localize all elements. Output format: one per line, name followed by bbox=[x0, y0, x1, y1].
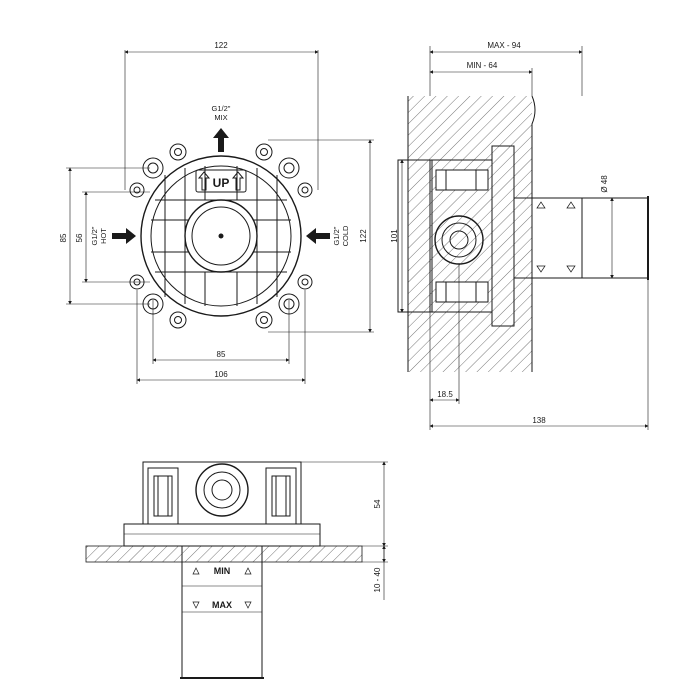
cold-arrow-icon bbox=[306, 228, 330, 244]
dim-left-inner-text: 56 bbox=[75, 233, 84, 242]
mix-label: MIX bbox=[214, 113, 227, 122]
sleeve-arrows bbox=[536, 201, 576, 273]
min-arrow-right-icon bbox=[244, 567, 252, 575]
up-label: UP bbox=[213, 176, 230, 190]
min-arrow-left-icon bbox=[192, 567, 200, 575]
dim-diameter-text: Ø 48 bbox=[600, 175, 609, 193]
hot-label: HOT bbox=[99, 228, 108, 244]
dim-top-text: 122 bbox=[214, 41, 228, 50]
side-sleeve bbox=[531, 197, 649, 279]
bottom-ports bbox=[147, 467, 297, 525]
min-label: MIN bbox=[214, 566, 231, 576]
side-dim-max: MAX - 94 bbox=[429, 41, 583, 96]
cold-label: COLD bbox=[341, 225, 350, 246]
bottom-flange bbox=[123, 523, 321, 547]
side-port-core bbox=[449, 230, 469, 250]
max-arrow-right-icon bbox=[244, 601, 252, 609]
front-dim-left-inner: 56 bbox=[75, 191, 150, 283]
side-dim-total: 138 bbox=[429, 280, 649, 430]
side-dim-min: MIN - 64 bbox=[429, 61, 533, 96]
central-port-center bbox=[218, 233, 224, 239]
wall-section bbox=[408, 96, 532, 372]
dim-height-text: 101 bbox=[390, 229, 399, 243]
max-label: MAX bbox=[212, 600, 232, 610]
flange-ears bbox=[129, 143, 313, 329]
up-marker: UP bbox=[195, 169, 247, 193]
side-dim-diameter: Ø 48 bbox=[582, 175, 616, 279]
side-ports bbox=[435, 169, 489, 303]
bottom-view: MIN MAX 54 10 - 40 bbox=[85, 461, 388, 679]
front-dim-left-outer: 85 bbox=[59, 167, 150, 305]
mix-thread: G1/2" bbox=[212, 104, 231, 113]
mix-arrow-icon bbox=[213, 128, 229, 152]
front-dim-top: 122 bbox=[124, 41, 319, 190]
bottom-dim-range: 10 - 40 bbox=[362, 545, 388, 600]
hot-indicator: G1/2" HOT bbox=[90, 226, 136, 245]
body-inner-ring bbox=[150, 165, 292, 307]
bottom-port-middle bbox=[203, 471, 241, 509]
side-dim-height: 101 bbox=[390, 159, 430, 313]
dim-max-text: MAX - 94 bbox=[487, 41, 521, 50]
front-dim-right: 122 bbox=[268, 139, 374, 333]
bottom-port-outer bbox=[195, 463, 249, 517]
mix-indicator: G1/2" MIX bbox=[212, 104, 231, 152]
dim-offset-text: 18.5 bbox=[437, 390, 453, 399]
bottom-dim-range-text: 10 - 40 bbox=[373, 567, 382, 592]
cold-indicator: G1/2" COLD bbox=[306, 225, 350, 246]
dim-bottom-inner-text: 85 bbox=[217, 350, 226, 359]
body-outer-ring bbox=[140, 155, 302, 317]
dim-min-text: MIN - 64 bbox=[467, 61, 498, 70]
dim-right-text: 122 bbox=[359, 229, 368, 243]
dim-left-outer-text: 85 bbox=[59, 233, 68, 242]
hot-thread: G1/2" bbox=[90, 226, 99, 245]
bottom-port-inner bbox=[211, 479, 233, 501]
central-port-inner bbox=[191, 206, 251, 266]
bottom-dim-height: 54 bbox=[301, 461, 388, 547]
wall-edge bbox=[531, 95, 536, 372]
front-dim-bottom-inner: 85 bbox=[152, 300, 290, 364]
side-dim-offset: 18.5 bbox=[429, 264, 460, 404]
side-view: MAX - 94 MIN - 64 bbox=[390, 41, 649, 430]
dim-total-text: 138 bbox=[532, 416, 546, 425]
max-arrow-left-icon bbox=[192, 601, 200, 609]
hot-arrow-icon bbox=[112, 228, 136, 244]
side-port-inner bbox=[441, 222, 477, 258]
dim-bottom-outer-text: 106 bbox=[214, 370, 228, 379]
max-indicator: MAX bbox=[192, 600, 252, 610]
bottom-dim-height-text: 54 bbox=[373, 499, 382, 508]
min-indicator: MIN bbox=[192, 566, 252, 576]
bottom-wall bbox=[85, 545, 363, 563]
front-dim-bottom-outer: 106 bbox=[136, 290, 306, 384]
cold-thread: G1/2" bbox=[332, 226, 341, 245]
front-view: 122 85 56 122 85 bbox=[59, 41, 374, 384]
